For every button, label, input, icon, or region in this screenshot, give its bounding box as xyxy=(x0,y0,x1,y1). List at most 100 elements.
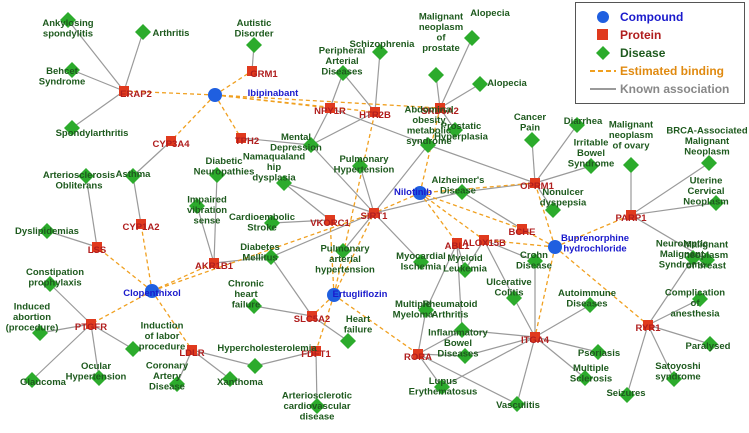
label-line: Mellitus xyxy=(242,252,277,263)
label-line: Glaucoma xyxy=(20,377,67,388)
protein-node-tph2 xyxy=(236,133,246,143)
label-line: vibration xyxy=(187,205,227,216)
protein-node-slc5a2 xyxy=(307,311,317,321)
protein-label-grm1: GRM1 xyxy=(250,69,278,80)
label-line: Myocardial xyxy=(396,251,446,262)
label-line: Malignant xyxy=(660,249,705,260)
label-line: anesthesia xyxy=(670,309,720,320)
protein-label-bche: BCHE xyxy=(509,227,536,238)
disease-node-d-diarrhea xyxy=(569,117,585,133)
known-edge xyxy=(90,323,134,350)
label-line: Hyperplasia xyxy=(434,131,489,142)
disease-node-d-arterio xyxy=(78,168,94,184)
label-line: Multiple xyxy=(395,299,431,310)
known-edge xyxy=(342,72,376,113)
known-edge xyxy=(85,175,98,248)
label-line: Xanthoma xyxy=(217,377,264,388)
label-line: OPRM1 xyxy=(520,181,555,192)
protein-label-rora: RORA xyxy=(404,352,432,363)
known-edge xyxy=(254,350,317,367)
label-line: neoplasm xyxy=(684,250,728,261)
label-line: PTGFR xyxy=(75,322,107,333)
protein-node-lss xyxy=(92,242,102,252)
disease-node-d-autoimm xyxy=(582,297,598,313)
label-line: Neuroleptic xyxy=(656,239,708,250)
label-line: Syndrome xyxy=(659,260,705,271)
disease-node-d-vasc xyxy=(509,396,525,412)
known-edge xyxy=(374,51,381,113)
label-line: failure xyxy=(232,300,261,311)
disease-label-d-spondy: Spondylarthritis xyxy=(56,128,129,139)
label-line: obesity xyxy=(412,115,446,126)
label-line: CYP3A4 xyxy=(153,139,191,150)
label-line: hip xyxy=(267,162,281,173)
disease-node-d-malprost xyxy=(428,67,444,83)
label-line: Erythematosus xyxy=(409,386,478,397)
protein-node-grm1 xyxy=(247,66,257,76)
known-edge xyxy=(123,31,144,92)
label-line: Behcet xyxy=(46,66,79,77)
label-line: PARP1 xyxy=(616,213,648,224)
known-edge xyxy=(315,350,318,407)
label-line: Autoimmune xyxy=(558,288,616,299)
label-line: Lupus xyxy=(429,376,458,387)
disease-label-d-vasc: Vasculitis xyxy=(496,400,540,411)
label-line: Complication xyxy=(665,288,725,299)
protein-node-ldlr xyxy=(187,345,197,355)
label-line: Irritable xyxy=(574,138,609,149)
label-line: Rheumatoid xyxy=(423,299,478,310)
known-edge xyxy=(647,298,701,326)
legend-estimated: Estimated binding xyxy=(586,63,724,79)
known-edge xyxy=(132,175,142,225)
known-edge xyxy=(253,305,313,317)
label-line: Disease xyxy=(516,260,552,271)
label-line: Arterial xyxy=(325,56,358,67)
label-line: prostate xyxy=(422,43,459,54)
compound-node-ibip xyxy=(208,88,222,102)
known-edge xyxy=(647,324,675,380)
disease-label-d-arth: Arthritis xyxy=(153,28,190,39)
disease-node-d-anky xyxy=(60,12,76,28)
known-edge xyxy=(439,83,481,109)
disease-label-d-schizo: Schizophrenia xyxy=(350,39,416,50)
label-line: TPH2 xyxy=(235,136,259,147)
label-line: CYP1A2 xyxy=(123,222,160,233)
label-line: Myeloma xyxy=(393,309,434,320)
protein-label-ptgfr: PTGFR xyxy=(75,322,107,333)
disease-node-d-coronary xyxy=(169,376,185,392)
disease-node-d-diabneur xyxy=(209,167,225,183)
protein-node-htr2b xyxy=(370,107,380,117)
label-line: ALOX15B xyxy=(462,238,506,249)
protein-node-itga4 xyxy=(530,332,540,342)
label-line: neoplasm xyxy=(609,130,653,141)
label-line: Bowel xyxy=(577,148,605,159)
disease-node-d-arterioscard xyxy=(309,398,325,414)
estimated-edge xyxy=(214,94,242,139)
known-edge xyxy=(417,353,518,405)
disease-node-d-spondy xyxy=(64,120,80,136)
label-line: HTR2B xyxy=(359,110,391,121)
protein-label-tph2: TPH2 xyxy=(235,136,259,147)
label-line: Mental xyxy=(281,132,311,143)
known-edge xyxy=(483,239,515,299)
known-edge xyxy=(425,242,458,311)
label-line: Autistic xyxy=(237,18,272,29)
disease-node-d-behcet xyxy=(64,62,80,78)
protein-label-htr2b: HTR2B xyxy=(359,110,391,121)
legend-disease-label: Disease xyxy=(620,46,666,60)
disease-node-d-alop2 xyxy=(472,76,488,92)
label-line: Satoyoshi xyxy=(655,361,700,372)
disease-node-d-crohn xyxy=(527,253,543,269)
disease-node-d-cancerpain xyxy=(524,132,540,148)
known-edge xyxy=(534,165,592,184)
label-line: Diseases xyxy=(437,349,478,360)
disease-label-d-xanth: Xanthoma xyxy=(217,377,264,388)
